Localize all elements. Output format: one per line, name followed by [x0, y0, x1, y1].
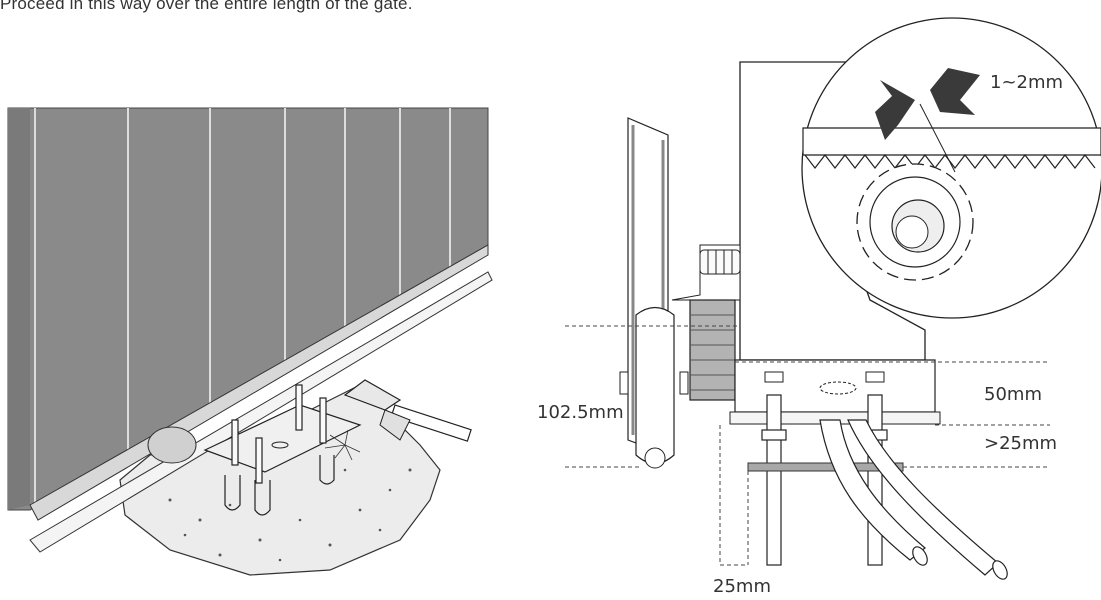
wheel-height-label: 102.5mm: [537, 402, 624, 423]
offset-label: 25mm: [713, 576, 771, 597]
spring-icon: [699, 249, 741, 275]
anchor-bolts: [231, 384, 327, 484]
side-wheel: [635, 306, 675, 465]
motor-illustration: 1~2mm 102.5mm 50mm >25mm 25mm: [537, 17, 1101, 597]
cable-conduit: [819, 419, 1008, 580]
gate-illustration: [7, 107, 493, 576]
u-bolts: [224, 455, 335, 516]
gate-panel-shading: [8, 108, 30, 510]
gate-rail: [29, 244, 489, 521]
dimension-lines: [565, 325, 1050, 566]
gap-arrow-right: [930, 68, 980, 115]
gap-arrow-left: [875, 80, 915, 140]
detail-magnifier: [801, 17, 1101, 319]
concrete-speckles: [148, 468, 412, 562]
instruction-caption: Proceed in this way over the entire leng…: [0, 0, 413, 13]
clearance-label: >25mm: [984, 433, 1057, 454]
magnified-rack: [802, 127, 1101, 156]
gear-rack: [689, 299, 736, 401]
gap-label: 1~2mm: [990, 72, 1063, 93]
plate-height-label: 50mm: [984, 384, 1042, 405]
motor-base-plate: [734, 359, 936, 413]
welding-torch-icon: [324, 379, 472, 461]
gate-wheel: [147, 426, 197, 464]
ground-track: [29, 271, 493, 553]
gate-slats: [34, 108, 451, 505]
